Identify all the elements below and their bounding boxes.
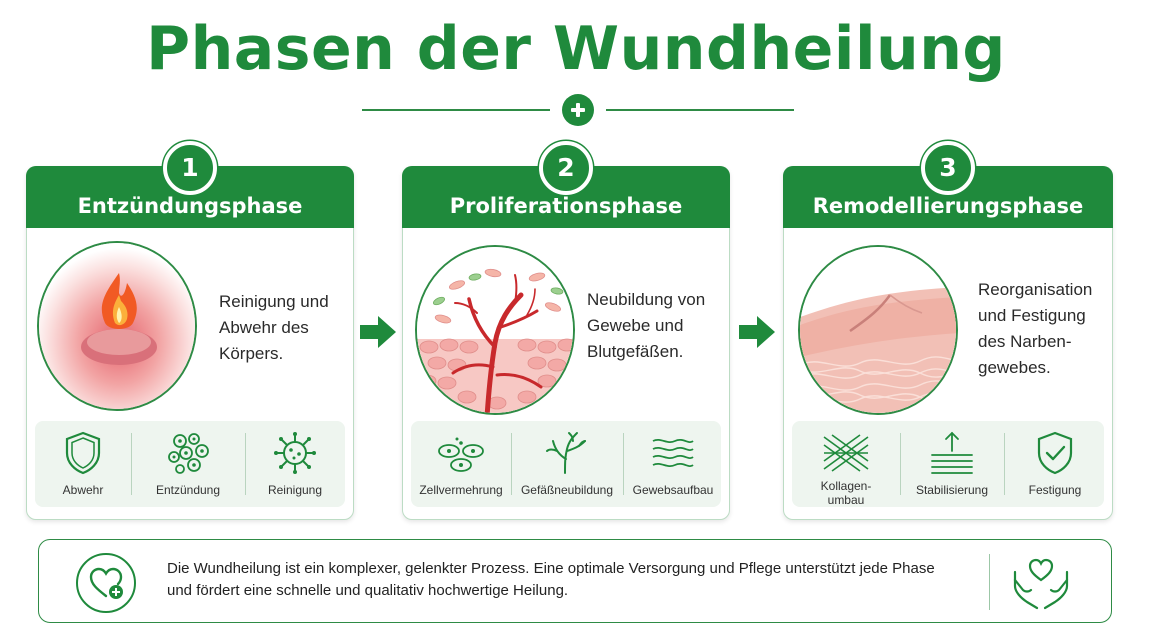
icon-item-gefaessneubildung: Gefäßneubildung	[511, 421, 623, 507]
phase-icon-bar: Abwehr Entzündung	[35, 421, 345, 507]
icon-item-reinigung: Reinigung	[245, 421, 345, 507]
summary-box: Die Wundheilung ist ein komplexer, gelen…	[38, 539, 1112, 623]
shield-icon	[65, 431, 101, 475]
icon-item-gewebsaufbau: Gewebsaufbau	[623, 421, 723, 507]
hands-heart-icon	[1013, 558, 1069, 610]
heart-plus-icon	[76, 553, 136, 613]
germ-icon	[274, 432, 316, 474]
medical-cross-icon	[562, 94, 594, 126]
phase-number-badge: 2	[539, 141, 593, 195]
footer-divider	[989, 554, 990, 610]
shield-check-icon	[1037, 431, 1073, 475]
page-title: Phasen der Wundheilung	[146, 14, 1006, 84]
summary-text: Die Wundheilung ist ein komplexer, gelen…	[167, 560, 935, 599]
icon-divider	[131, 433, 132, 495]
phase-card-remodellierung: Remodellierungsphase 3 Reorganisation un…	[783, 141, 1113, 520]
vessel-icon	[546, 432, 586, 474]
stabilize-icon	[931, 431, 973, 474]
icon-divider	[623, 433, 624, 495]
phase-number-badge: 1	[163, 141, 217, 195]
arrow-right-icon	[739, 316, 775, 348]
arrow-right-icon	[360, 316, 396, 348]
icon-item-zellvermehrung: Zellvermehrung	[411, 421, 511, 507]
remodeling-illustration	[798, 245, 958, 415]
phase-card-entzuendung: Entzündungsphase 1 Reinigung und Abwehr …	[26, 141, 354, 520]
icon-item-entzuendung: Entzündung	[131, 421, 245, 507]
icon-item-abwehr: Abwehr	[35, 421, 131, 507]
cell-division-icon	[438, 437, 484, 472]
icon-divider	[1004, 433, 1005, 495]
icon-item-stabilisierung: Stabilisierung	[900, 421, 1004, 507]
proliferation-illustration	[415, 245, 575, 415]
phase-icon-bar: Zellvermehrung Gefäßneubildung	[411, 421, 721, 507]
phase-number-badge: 3	[921, 141, 975, 195]
inflammation-illustration	[37, 241, 197, 411]
collagen-mesh-icon	[823, 434, 869, 472]
phase-description: Reinigung und Abwehr des Körpers.	[219, 292, 329, 363]
title-divider-left	[362, 109, 550, 111]
title-divider-right	[606, 109, 794, 111]
icon-item-kollagenumbau: Kollagen- umbau	[792, 421, 900, 507]
phase-icon-bar: Kollagen- umbau Stabilisierung Festigung	[792, 421, 1104, 507]
icon-item-festigung: Festigung	[1004, 421, 1106, 507]
icon-divider	[511, 433, 512, 495]
icon-divider	[245, 433, 246, 495]
cells-icon	[168, 433, 209, 474]
phase-card-proliferation: Proliferationsphase 2	[402, 141, 730, 520]
phase-description: Reorganisation und Festigung des Narben-…	[978, 280, 1093, 377]
tissue-layers-icon	[652, 438, 694, 468]
phase-description: Neubildung von Gewebe und Blutgefäßen.	[587, 290, 706, 361]
icon-label: Kollagen- umbau	[820, 479, 872, 507]
icon-divider	[900, 433, 901, 495]
